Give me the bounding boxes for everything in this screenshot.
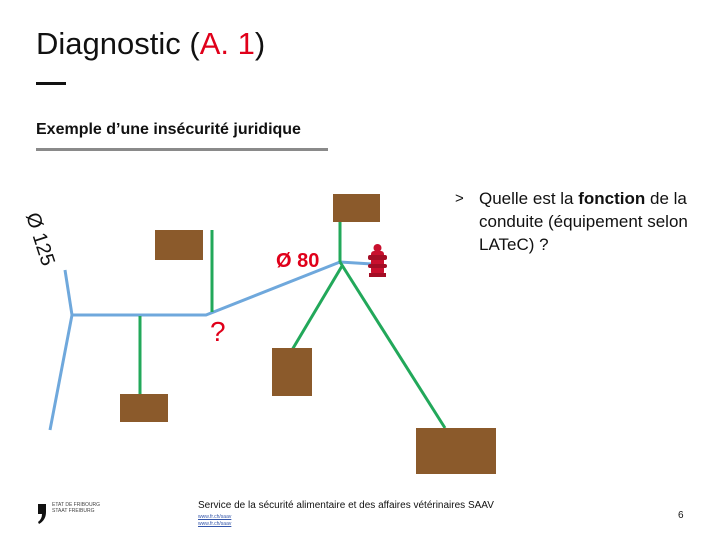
slide-title: Diagnostic (A. 1) xyxy=(36,26,265,62)
building xyxy=(272,348,312,396)
bullet-text: Quelle est la fonction de la conduite (é… xyxy=(479,187,695,256)
main-pipe xyxy=(48,269,74,431)
hydrant-icon xyxy=(368,244,387,277)
bullet-marker: > xyxy=(455,190,464,207)
logo-text: ETAT DE FRIBOURG STAAT FREIBURG xyxy=(52,502,100,514)
subtitle-rule xyxy=(36,148,328,151)
footer-link[interactable]: www.fr.ch/saav xyxy=(198,521,232,527)
service-line xyxy=(290,265,344,351)
service-line xyxy=(338,261,447,429)
logo-line: ETAT DE FRIBOURG xyxy=(52,502,101,508)
building xyxy=(333,194,380,222)
logo-line: STAAT FREIBURG xyxy=(52,508,95,514)
bullet-text-before: Quelle est la xyxy=(479,189,579,208)
slide-subtitle: Exemple d’une insécurité juridique xyxy=(36,121,301,138)
building xyxy=(416,428,496,474)
main-pipe-branch xyxy=(72,260,373,317)
title-suffix: ) xyxy=(254,26,266,61)
page-number: 6 xyxy=(678,510,684,521)
footer-links: www.fr.ch/saav www.fr.ch/saav xyxy=(198,514,231,528)
building xyxy=(155,230,203,260)
bullet-emphasis: fonction xyxy=(578,189,646,208)
title-underline xyxy=(36,82,66,85)
bullet-question: > Quelle est la fonction de la conduite … xyxy=(455,187,695,256)
bullet-text-after: de la conduite (équipement selon LATeC) … xyxy=(479,189,688,254)
footer-service: Service de la sécurité alimentaire et de… xyxy=(198,500,494,511)
building xyxy=(120,394,168,422)
footer-link[interactable]: www.fr.ch/saav xyxy=(198,514,232,520)
question-mark: ? xyxy=(210,316,226,347)
title-prefix: Diagnostic ( xyxy=(36,26,200,61)
diameter-branch-label: Ø 80 xyxy=(276,250,320,272)
logo-icon xyxy=(38,504,46,524)
title-accent: A. 1 xyxy=(199,26,255,61)
